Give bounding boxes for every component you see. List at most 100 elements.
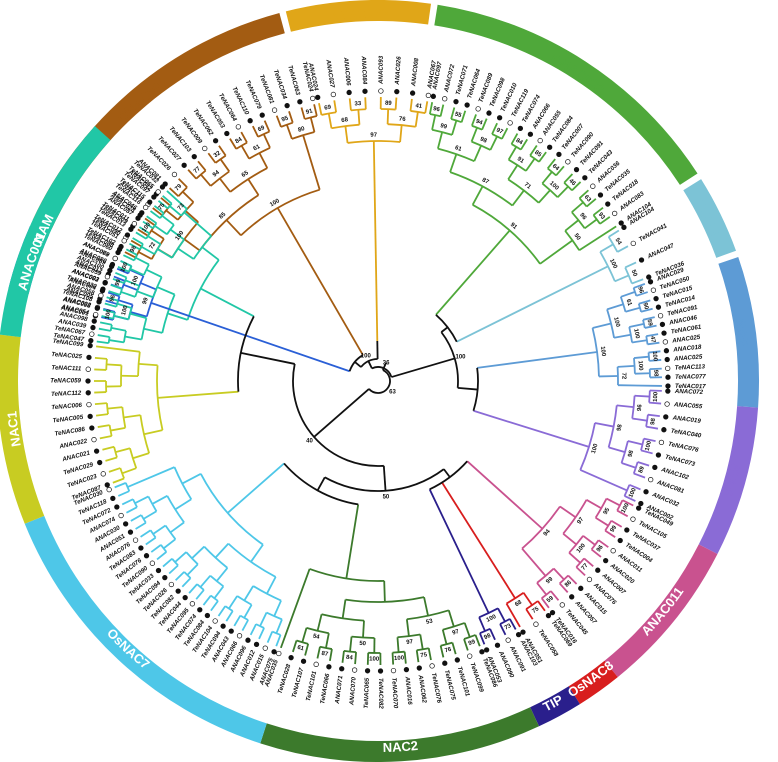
bootstrap-value: 100	[548, 181, 560, 193]
tip-marker	[326, 664, 332, 670]
bootstrap-value: 94	[475, 119, 484, 127]
branch	[608, 446, 626, 453]
backbone-branch	[367, 360, 373, 369]
branch	[266, 631, 274, 644]
tip-marker	[175, 588, 181, 594]
branch	[144, 217, 156, 227]
tip-marker	[520, 629, 526, 635]
bootstrap-value: 54	[614, 237, 623, 246]
tip-marker	[390, 667, 397, 674]
branch	[116, 267, 129, 275]
leaf-label: ANAC047	[646, 242, 676, 261]
tip-marker	[590, 183, 596, 189]
ring-segment-osnac8	[568, 660, 618, 705]
branch-arc	[166, 224, 175, 235]
branch	[563, 173, 574, 184]
backbone-branch	[443, 468, 451, 478]
branch-arc	[620, 440, 629, 464]
branch	[451, 120, 458, 136]
bootstrap-value: 55	[454, 112, 463, 120]
leaf-label: ANAC008	[410, 57, 421, 87]
branch	[123, 254, 135, 262]
bootstrap-value: 96	[636, 286, 644, 295]
bootstrap-value: 73	[177, 202, 186, 211]
tip-marker	[442, 96, 448, 102]
tip-marker	[94, 305, 100, 311]
branch	[120, 260, 132, 267]
branch	[341, 650, 345, 663]
branch	[243, 604, 253, 619]
bootstrap-value: 100	[486, 614, 498, 624]
branch	[537, 600, 546, 612]
branch	[540, 597, 550, 609]
leaf-label: TeNAC028	[277, 663, 293, 695]
branch	[227, 462, 285, 514]
tip-marker	[464, 102, 470, 108]
branch	[525, 608, 534, 620]
branch	[473, 409, 590, 448]
tip-marker	[147, 199, 153, 205]
tip-marker	[310, 95, 316, 102]
branch-arc	[619, 296, 627, 313]
branch	[169, 205, 182, 217]
bootstrap-value: 53	[426, 618, 434, 625]
branch	[584, 218, 598, 230]
branch	[123, 283, 138, 291]
bootstrap-value: 50	[630, 269, 638, 278]
branch	[456, 265, 609, 343]
branch	[621, 462, 637, 469]
branch	[207, 152, 217, 164]
bootstrap-value: 98	[652, 370, 658, 378]
leaf-label: TeNAC076	[667, 441, 699, 454]
branch	[216, 567, 229, 582]
leaf-label: ANAC102	[659, 466, 689, 482]
branch	[625, 306, 641, 313]
tip-marker	[181, 162, 187, 168]
branch	[345, 504, 360, 579]
bootstrap-value: 84	[234, 136, 243, 145]
branch	[138, 363, 158, 367]
tip-marker	[259, 112, 265, 118]
tip-marker	[545, 612, 552, 619]
bootstrap-value: 100	[120, 261, 130, 273]
tip-marker	[149, 560, 156, 566]
leaf-label: TeNAC107	[291, 667, 306, 699]
branch	[538, 189, 551, 204]
branch	[631, 339, 648, 344]
bootstrap-value: 73	[504, 623, 513, 632]
tip-marker	[630, 240, 636, 247]
branch	[250, 544, 264, 563]
branch	[184, 210, 199, 223]
branch	[550, 590, 560, 601]
leaf-label: TeNAC073	[664, 454, 696, 469]
tip-marker	[664, 401, 670, 407]
tip-marker	[377, 668, 384, 674]
tip-marker	[247, 118, 253, 124]
bootstrap-value: 100	[608, 258, 618, 270]
branch	[97, 424, 110, 428]
branch-arc	[166, 495, 185, 523]
bootstrap-value: 72	[620, 373, 626, 380]
branch	[521, 548, 547, 577]
branch	[240, 131, 248, 144]
bootstrap-value: 100	[632, 328, 640, 340]
branch	[213, 585, 225, 599]
branch	[638, 299, 651, 305]
bootstrap-value: 91	[509, 222, 518, 231]
branch	[578, 189, 589, 199]
branch	[113, 314, 129, 321]
bootstrap-value: 63	[389, 389, 396, 395]
branch	[649, 359, 662, 362]
bootstrap-value: 100	[612, 317, 620, 329]
tip-marker	[96, 299, 102, 305]
branch	[441, 482, 516, 599]
branch	[156, 551, 167, 561]
branch-arc	[121, 407, 127, 428]
tip-marker	[85, 378, 91, 384]
bootstrap-value: 100	[653, 391, 660, 402]
tip-marker	[89, 331, 95, 337]
branch	[616, 509, 629, 518]
tip-marker	[603, 557, 609, 564]
tip-marker	[378, 88, 384, 94]
branch	[117, 266, 130, 273]
